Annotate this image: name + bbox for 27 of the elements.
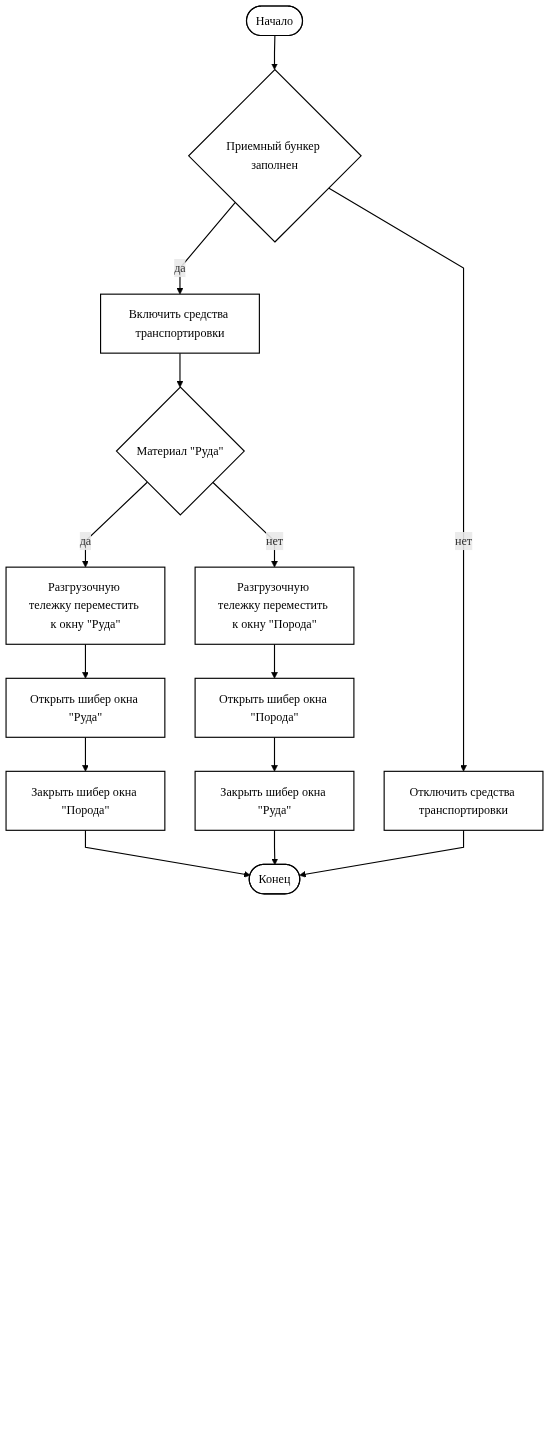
edge-label: нет (265, 534, 284, 548)
node-box: Закрыть шибер окна "Порода" (5, 770, 166, 831)
node-box: Отключить средства транспортировки (383, 770, 544, 831)
arrow (82, 643, 89, 679)
arrow (271, 829, 279, 865)
arrow (82, 481, 148, 568)
node-diamond: Материал "Руда" (115, 386, 246, 516)
node-box: Закрыть шибер окна "Руда" (194, 770, 355, 831)
arrow (271, 35, 278, 70)
node-box: Разгрузочную тележку переместить к окну "Порода" (194, 566, 355, 645)
arrow (176, 352, 184, 388)
arrow (271, 643, 278, 679)
node-box: Открыть шибер окна "Руда" (5, 677, 166, 738)
node-box: Разгрузочную тележку переместить к окну "Руда" (5, 566, 166, 645)
arrow (176, 202, 236, 295)
node-diamond: Приемный бункер заполнен (187, 68, 362, 243)
edge-label: нет (454, 534, 473, 548)
arrow (84, 829, 251, 878)
arrow (328, 187, 467, 772)
edge-label: да (79, 534, 92, 548)
arrow (82, 736, 89, 772)
node-box: Открыть шибер окна "Порода" (194, 677, 355, 738)
arrow (271, 736, 278, 772)
edge-label: да (174, 261, 186, 275)
node-box: Включить средства транспортировки (100, 293, 260, 354)
arrow (299, 829, 465, 878)
arrow (212, 481, 278, 568)
